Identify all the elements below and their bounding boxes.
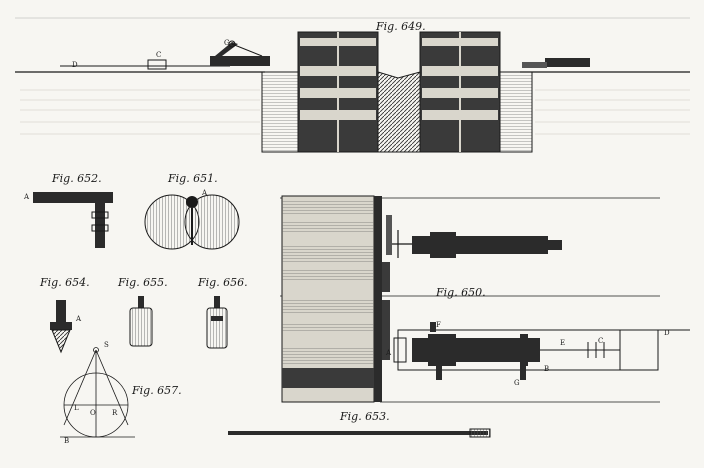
letter-b-fig653: B <box>544 365 550 373</box>
fig-652-drawing <box>33 192 113 248</box>
fig-654-drawing <box>50 300 72 354</box>
caption-fig-655: Fig. 655. <box>118 276 168 289</box>
fig-650-653-drawing <box>280 195 690 403</box>
letter-d-fig653: D <box>664 329 670 337</box>
caption-fig-654: Fig. 654. <box>40 276 90 289</box>
letter-c-fig649: C <box>156 51 162 59</box>
letter-e-fig653: E <box>560 339 566 347</box>
letter-g-fig653: G <box>514 379 520 387</box>
caption-fig-653: Fig. 653. <box>340 410 390 423</box>
caption-fig-652: Fig. 652. <box>52 172 102 185</box>
letter-a-fig654: A <box>76 315 82 323</box>
letter-a-fig653: A <box>386 349 392 357</box>
letter-a-fig651: A <box>202 189 208 197</box>
fig-655-drawing <box>129 296 153 347</box>
letter-g-fig649: G <box>224 39 230 47</box>
ramrod-drawing <box>228 428 491 438</box>
letter-c-fig653: C <box>598 337 604 345</box>
letter-s-fig657: S <box>104 341 109 349</box>
caption-fig-657: Fig. 657. <box>132 384 182 397</box>
letter-f-fig653: F <box>436 321 441 329</box>
letter-b-fig657: B <box>64 437 70 445</box>
caption-fig-649: Fig. 649. <box>376 20 426 33</box>
fig-657-drawing <box>60 347 135 438</box>
letter-r-fig657: R <box>112 409 118 417</box>
letter-o-fig657: O <box>90 409 96 417</box>
fig-649-drawing <box>15 17 690 153</box>
fig-656-drawing <box>206 296 228 349</box>
letter-a-fig652: A <box>24 193 30 201</box>
caption-fig-650: Fig. 650. <box>436 286 486 299</box>
letter-l-fig657: L <box>74 404 79 412</box>
caption-fig-656: Fig. 656. <box>198 276 248 289</box>
letter-d-fig649: D <box>72 61 78 69</box>
fig-651-drawing <box>144 194 240 250</box>
caption-fig-651: Fig. 651. <box>168 172 218 185</box>
